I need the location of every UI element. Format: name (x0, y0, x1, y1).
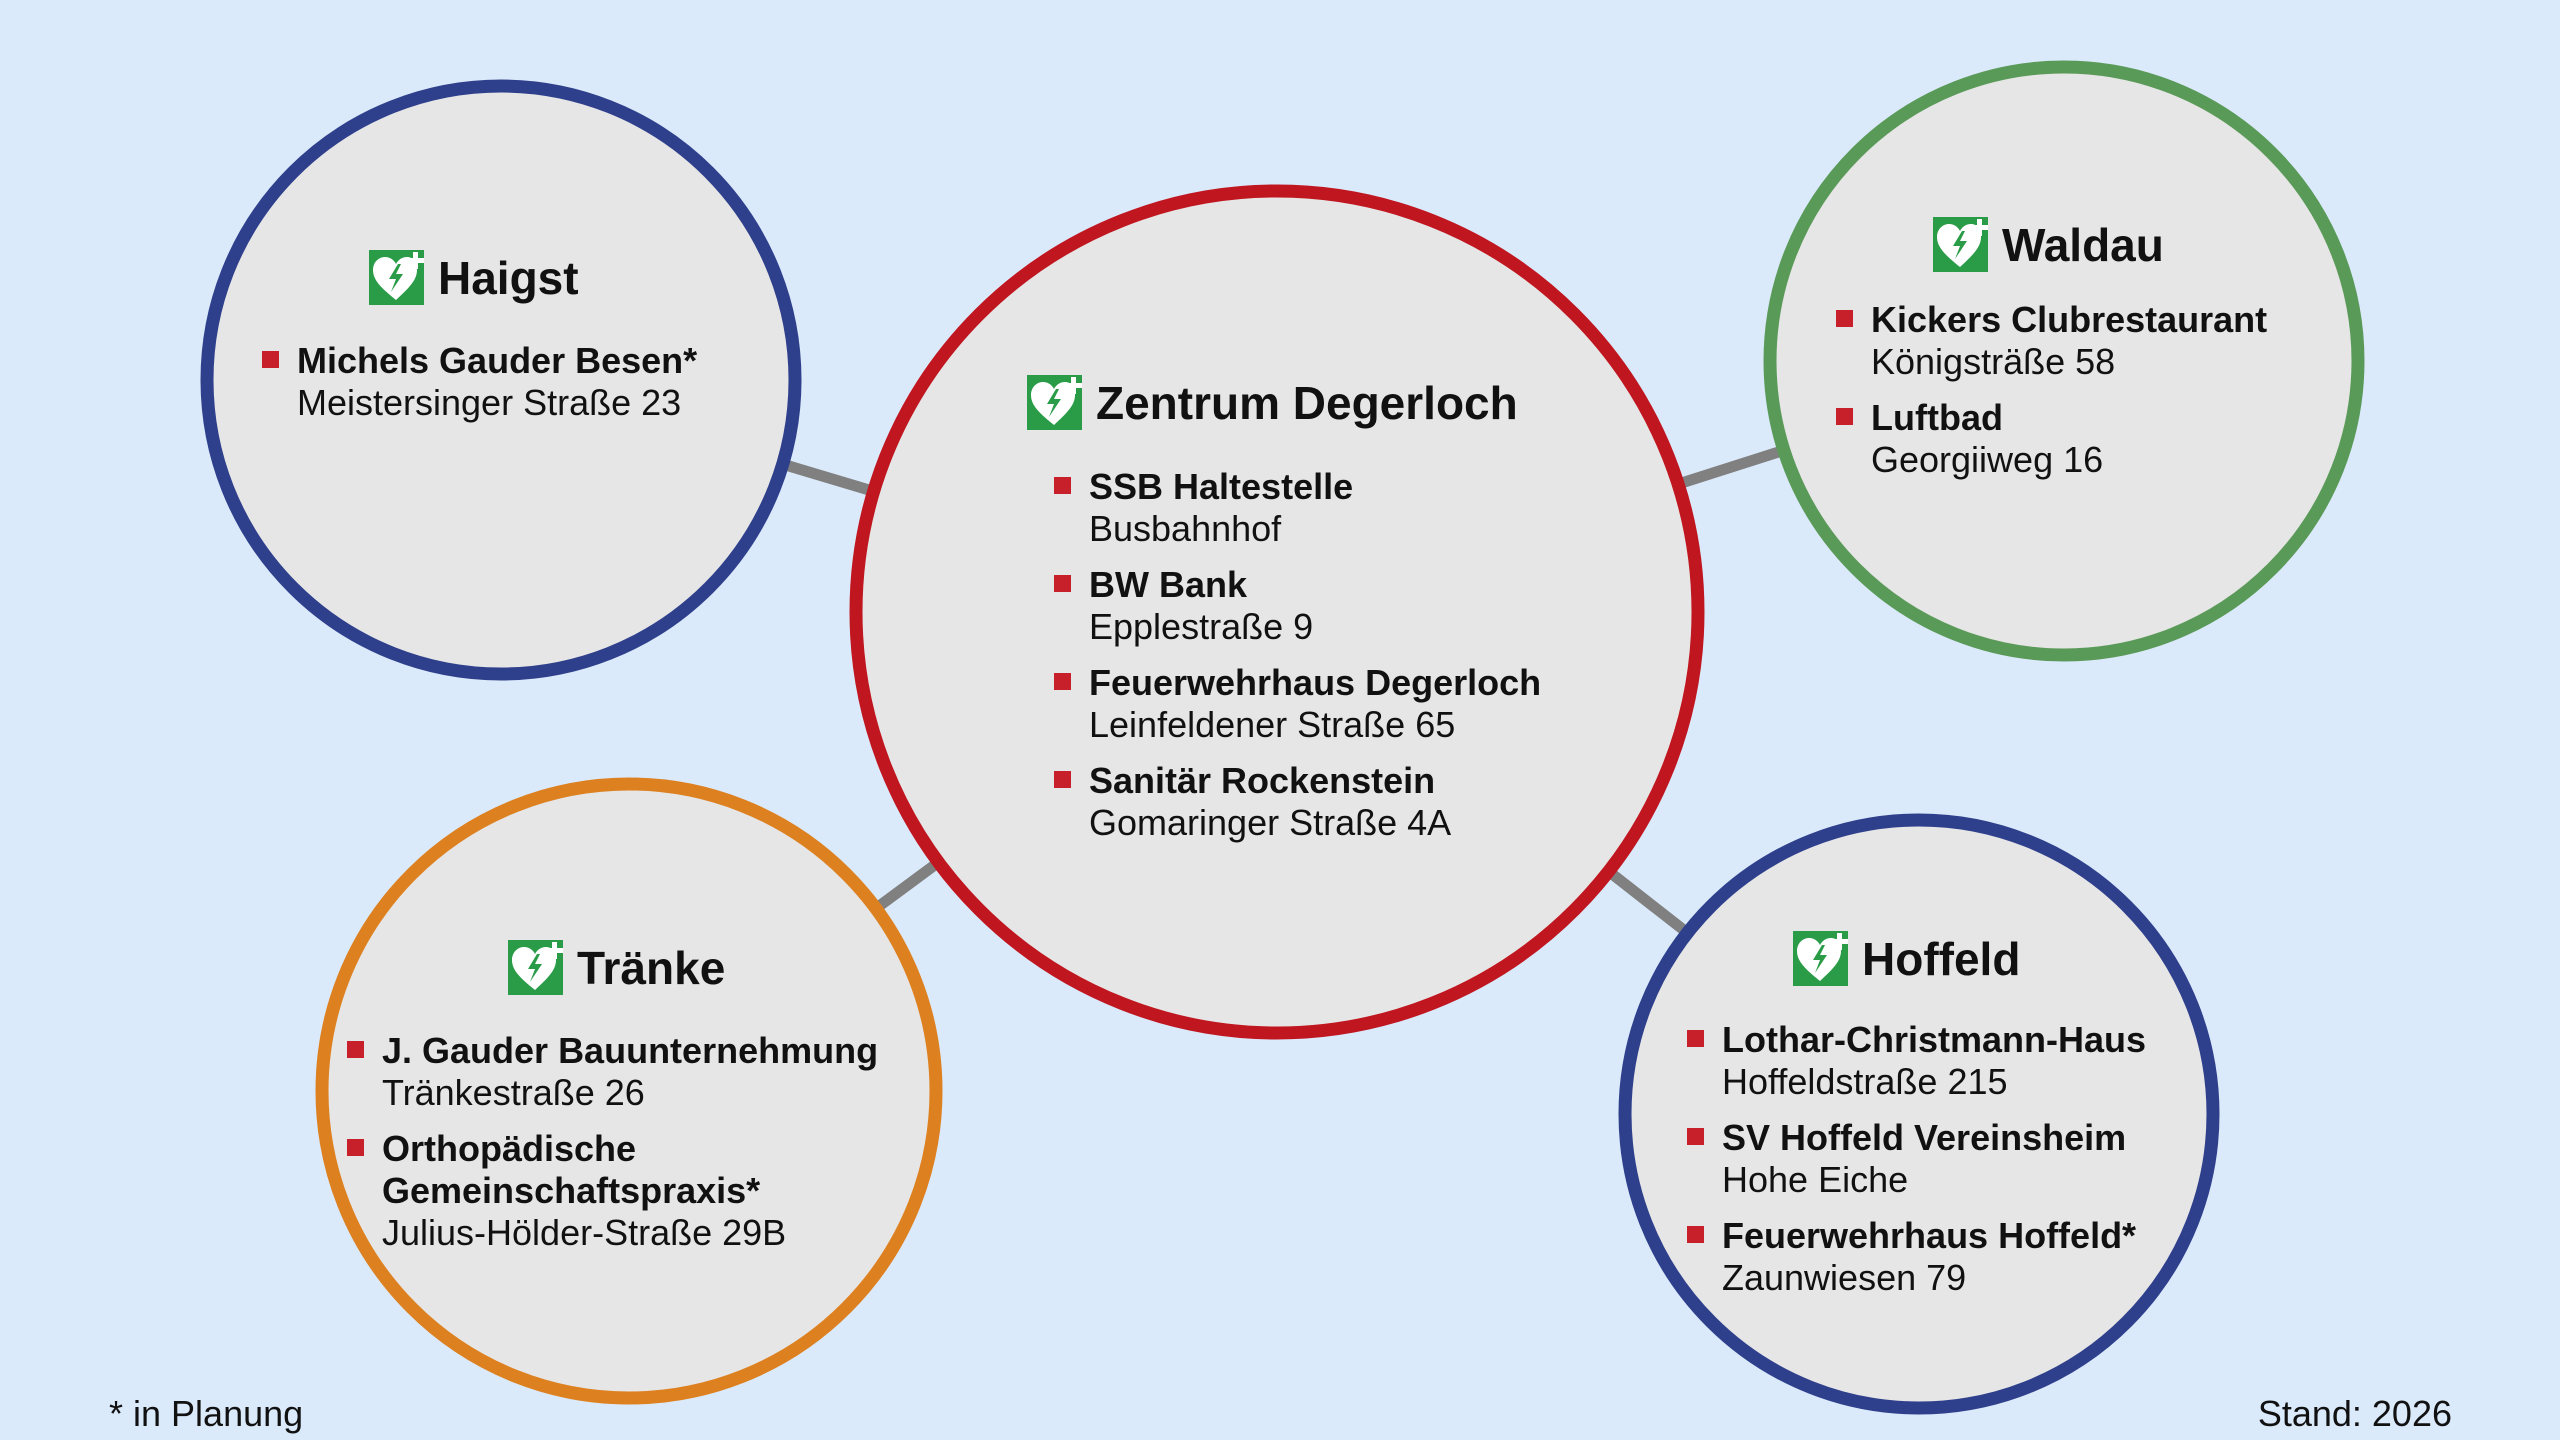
bullet-square-icon (262, 351, 279, 368)
bullet-square-icon (1836, 408, 1853, 425)
bullet-square-icon (1687, 1128, 1704, 1145)
bullet-square-icon (1054, 575, 1071, 592)
location-address: Julius-Hölder-Straße 29B (382, 1212, 787, 1253)
group-header-waldau: Waldau (1933, 217, 2164, 272)
list-item: Michels Gauder Besen*Meistersinger Straß… (262, 340, 698, 424)
circle-haigst (200, 79, 802, 681)
group-title: Haigst (438, 251, 579, 304)
group-title: Zentrum Degerloch (1096, 376, 1518, 429)
location-name: BW Bank (1089, 564, 1248, 605)
location-address: Hohe Eiche (1722, 1159, 1909, 1200)
aed-icon (369, 250, 424, 305)
bullet-square-icon (1054, 771, 1071, 788)
location-name: Orthopädische Gemeinschaftspraxis* (382, 1128, 761, 1211)
location-address: Meistersinger Straße 23 (297, 382, 682, 423)
location-name: Kickers Clubrestaurant (1871, 299, 2268, 340)
location-name: SSB Haltestelle (1089, 466, 1354, 507)
group-title: Hoffeld (1862, 932, 2021, 985)
footnote-in-planung: * in Planung (109, 1393, 304, 1434)
bullet-square-icon (1054, 673, 1071, 690)
location-address: Leinfeldener Straße 65 (1089, 704, 1456, 745)
location-name: J. Gauder Bauunternehmung (382, 1030, 879, 1071)
circle-traenke (315, 777, 943, 1405)
location-address: Georgiiweg 16 (1871, 439, 2104, 480)
location-address: Epplestraße 9 (1089, 606, 1314, 647)
location-name: Sanitär Rockenstein (1089, 760, 1436, 801)
aed-icon (508, 940, 563, 995)
group-title: Tränke (577, 941, 726, 994)
group-header-hoffeld: Hoffeld (1793, 931, 2020, 986)
location-address: Busbahnhof (1089, 508, 1282, 549)
group-header-traenke: Tränke (508, 940, 725, 995)
location-address: Hoffeldstraße 215 (1722, 1061, 2008, 1102)
aed-icon (1793, 931, 1848, 986)
bullet-square-icon (347, 1139, 364, 1156)
location-name: Luftbad (1871, 397, 2003, 438)
group-title: Waldau (2002, 218, 2164, 271)
location-name: Feuerwehrhaus Hoffeld* (1722, 1215, 2137, 1256)
bullet-square-icon (347, 1041, 364, 1058)
aed-location-list-haigst: Michels Gauder Besen*Meistersinger Straß… (262, 340, 698, 438)
bullet-square-icon (1836, 310, 1853, 327)
location-address: Königsträße 58 (1871, 341, 2116, 382)
bullet-square-icon (1687, 1030, 1704, 1047)
circle-hoffeld (1618, 813, 2220, 1415)
list-item: Feuerwehrhaus Hoffeld*Zaunwiesen 79 (1687, 1215, 2146, 1299)
location-name: Lothar-Christmann-Haus (1722, 1019, 2147, 1060)
location-name: Michels Gauder Besen* (297, 340, 698, 381)
location-address: Zaunwiesen 79 (1722, 1257, 1967, 1298)
group-header-haigst: Haigst (369, 250, 579, 305)
location-address: Gomaringer Straße 4A (1089, 802, 1452, 843)
circle-waldau (1763, 60, 2365, 662)
aed-icon (1933, 217, 1988, 272)
aed-icon (1027, 375, 1082, 430)
bullet-square-icon (1054, 477, 1071, 494)
group-header-zentrum: Zentrum Degerloch (1027, 375, 1518, 430)
date-stand: Stand: 2026 (2257, 1393, 2452, 1434)
location-name: Feuerwehrhaus Degerloch (1089, 662, 1542, 703)
location-name: SV Hoffeld Vereinsheim (1722, 1117, 2127, 1158)
bullet-square-icon (1687, 1226, 1704, 1243)
list-item: Orthopädische Gemeinschaftspraxis*Julius… (347, 1128, 942, 1254)
location-address: Tränkestraße 26 (382, 1072, 645, 1113)
